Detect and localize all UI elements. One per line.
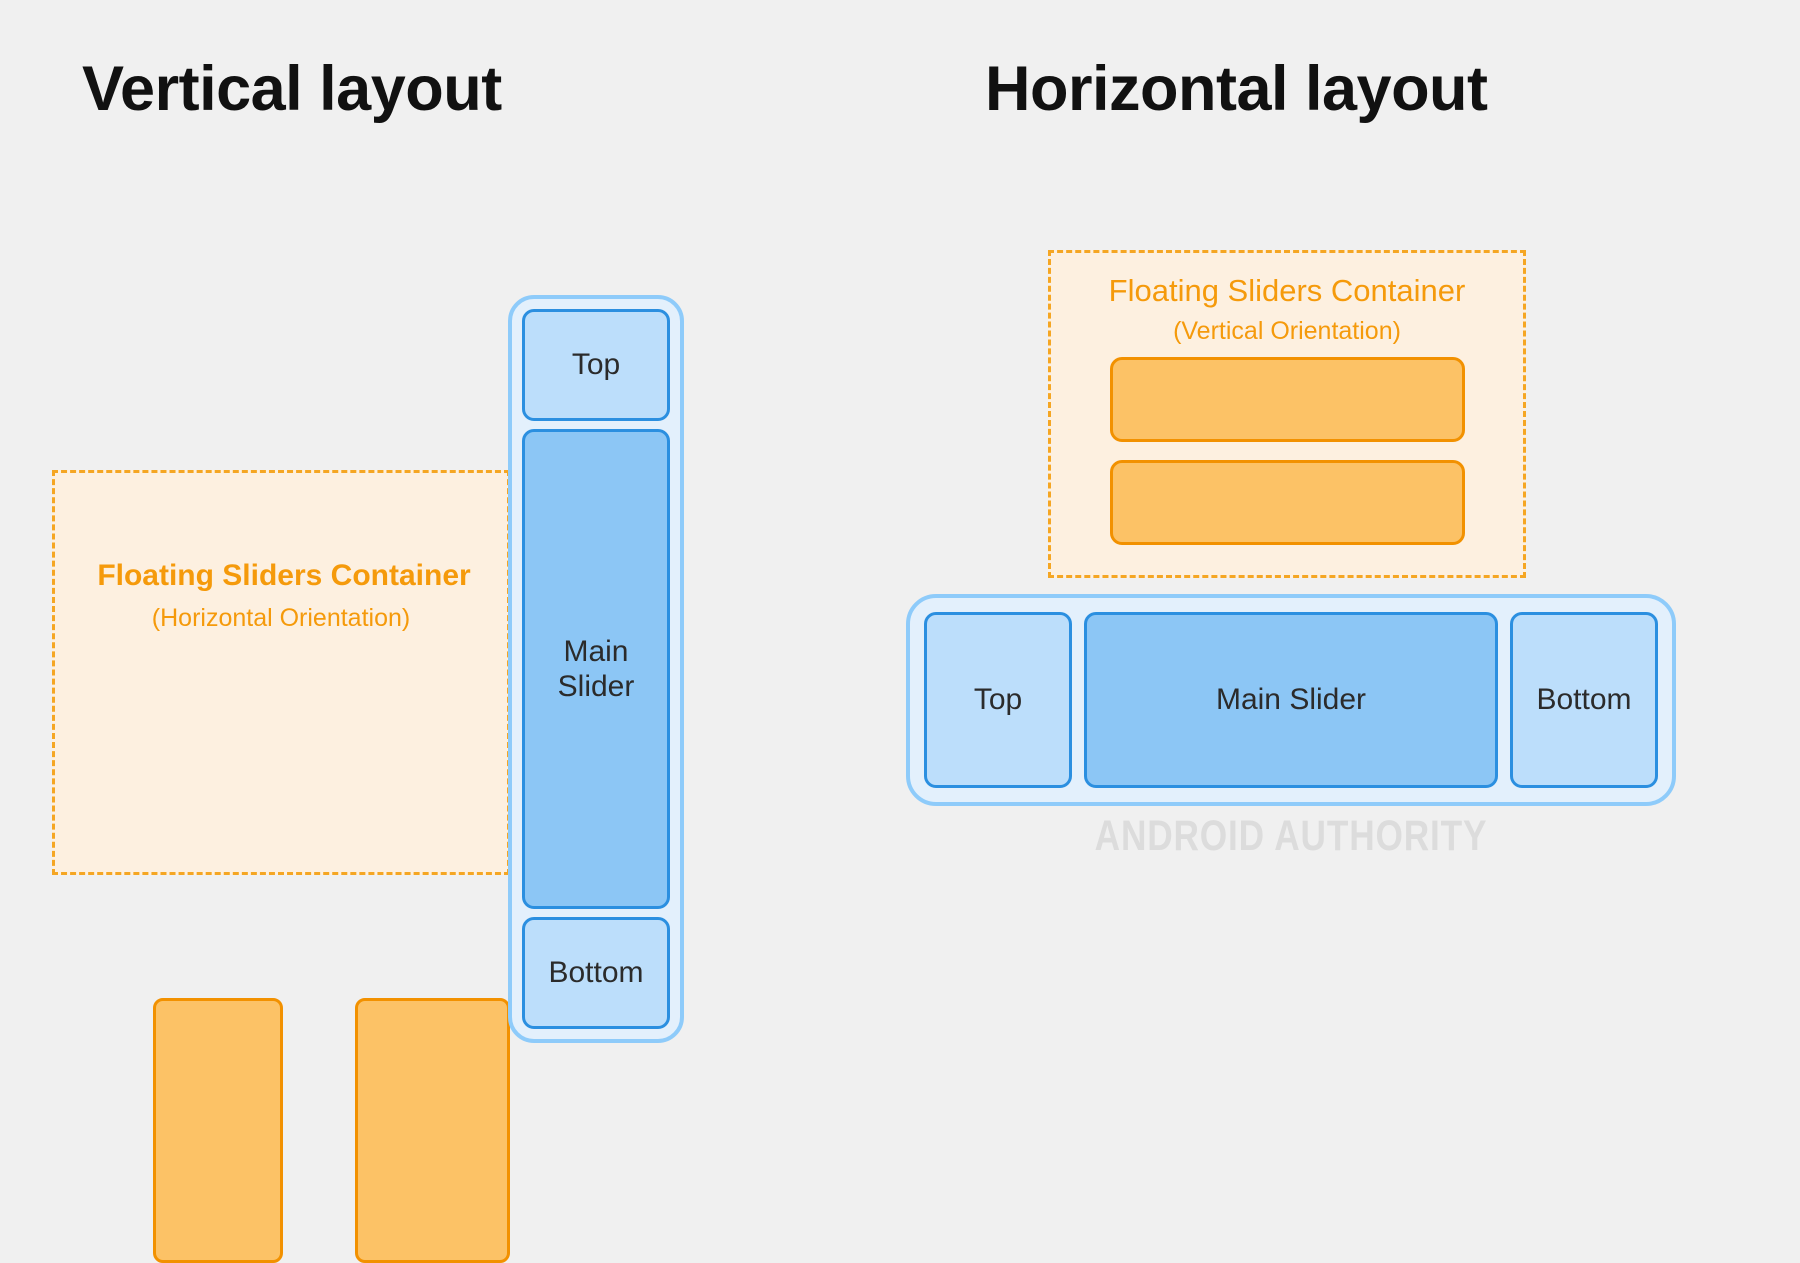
floating-container-title: Floating Sliders Container — [1108, 273, 1466, 308]
page-title-vertical-layout: Vertical layout — [82, 54, 502, 124]
slider-shell-vertical: Top Main Slider Bottom — [508, 295, 684, 1043]
watermark-android-authority: ANDROID AUTHORITY — [1094, 812, 1488, 860]
slider-box-bottom[interactable]: Bottom — [522, 917, 670, 1029]
slider-box-bottom[interactable]: Bottom — [1510, 612, 1658, 788]
slider-box-main[interactable]: Main Slider — [522, 429, 670, 909]
floating-slider-box[interactable] — [1110, 357, 1465, 442]
floating-sliders-container-horizontal — [52, 470, 510, 1263]
page-title-horizontal-layout: Horizontal layout — [985, 54, 1488, 124]
floating-container-subtitle: (Vertical Orientation) — [1173, 316, 1401, 345]
floating-container-title: Floating Sliders Container — [97, 559, 471, 592]
floating-container-label-horizontal-panel: Floating Sliders Container (Vertical Ori… — [1051, 273, 1523, 347]
floating-slider-box[interactable] — [153, 998, 283, 1263]
slider-shell-horizontal: Top Main Slider Bottom — [906, 594, 1676, 806]
slider-box-main[interactable]: Main Slider — [1084, 612, 1498, 788]
slider-box-top[interactable]: Top — [522, 309, 670, 421]
diagram-canvas: Vertical layout Floating Sliders Contain… — [52, 54, 1676, 1263]
floating-slider-box[interactable] — [355, 998, 510, 1263]
slider-box-top[interactable]: Top — [924, 612, 1072, 788]
floating-container-label-vertical-panel: Floating Sliders Container (Horizontal O… — [52, 558, 510, 635]
floating-container-subtitle: (Horizontal Orientation) — [151, 604, 411, 633]
floating-slider-box[interactable] — [1110, 460, 1465, 545]
